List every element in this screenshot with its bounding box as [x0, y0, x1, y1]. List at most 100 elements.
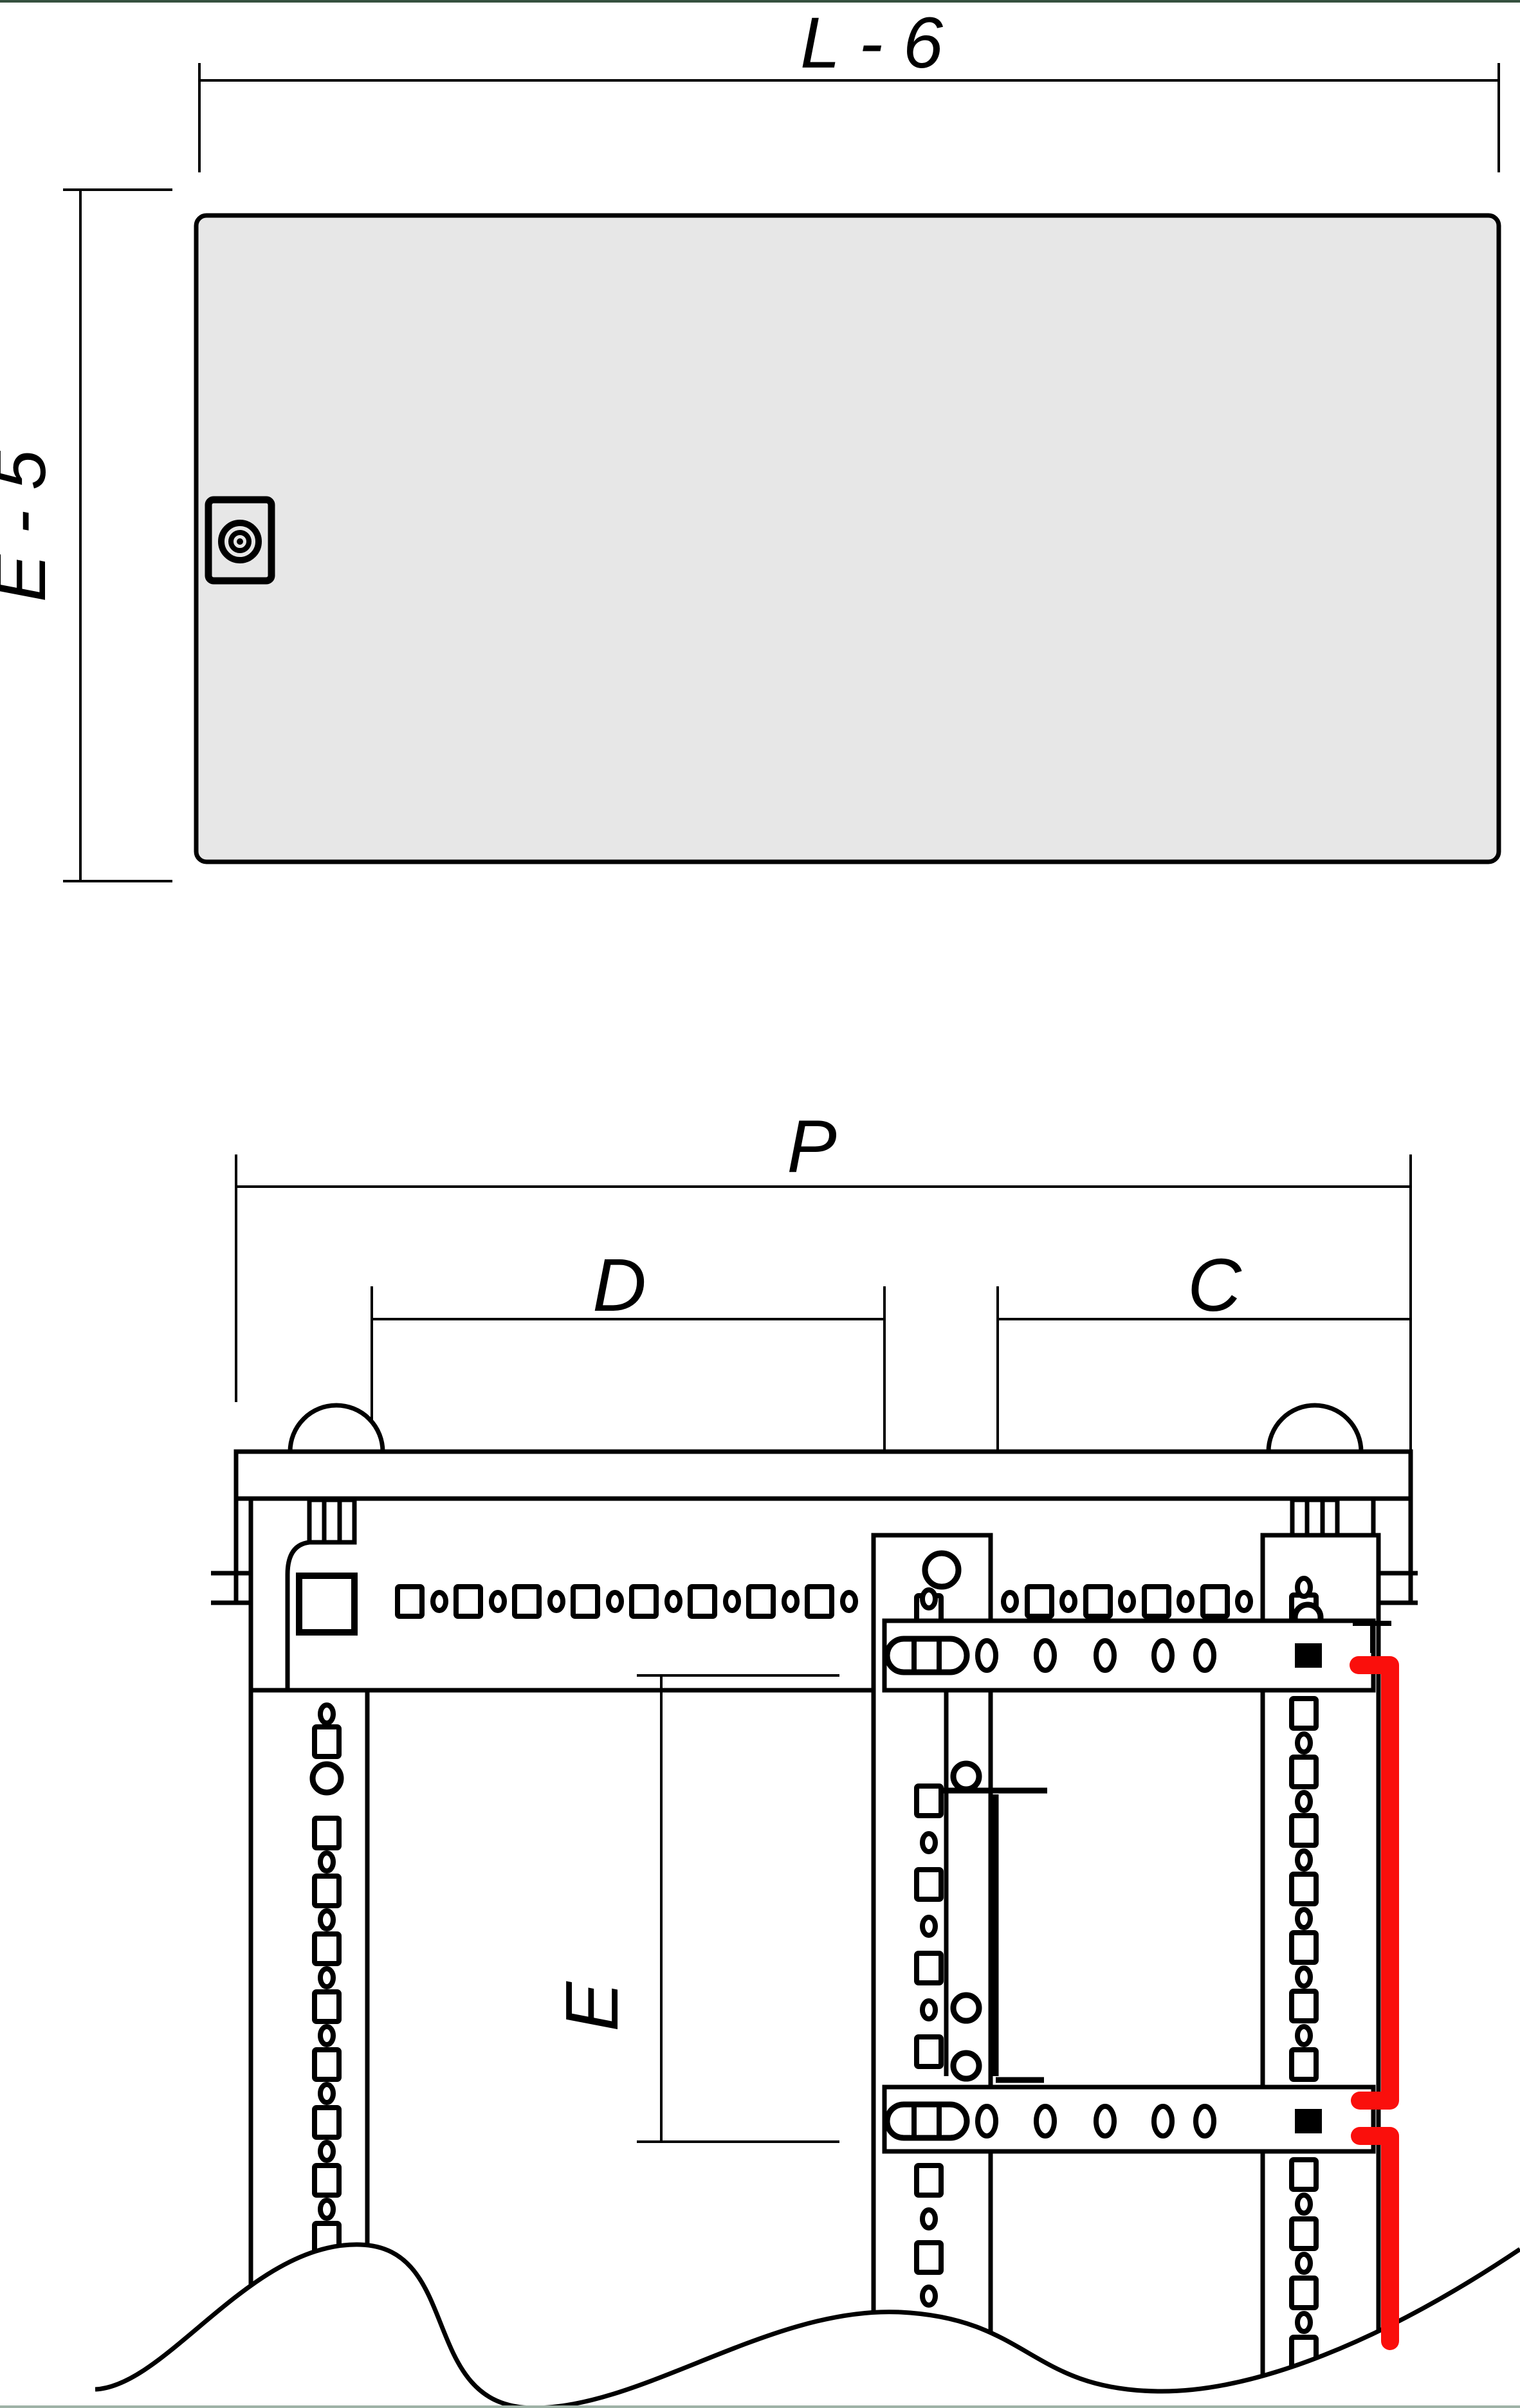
hole-square	[312, 2047, 342, 2082]
hole-oval	[664, 1590, 682, 1613]
pill-slot	[884, 2101, 970, 2141]
hole-oval	[1295, 2024, 1313, 2047]
hole-oval	[723, 1590, 741, 1613]
dimension-left-d: D	[371, 1243, 886, 1540]
hole-square	[914, 2163, 944, 2198]
hole-oval	[1001, 1590, 1019, 1613]
hole-square	[312, 1989, 342, 2024]
hole-oval	[920, 1831, 938, 1854]
hole-square	[1289, 2047, 1319, 2082]
door-panel	[194, 213, 1501, 864]
hole-oval	[1094, 1638, 1117, 1673]
hole-square	[312, 1874, 342, 1908]
dimension-overall-p: P	[235, 1104, 1412, 1450]
hole-square	[1142, 1584, 1171, 1619]
lock-cylinder-outer-ring	[218, 520, 262, 563]
rail-row-holes	[395, 1584, 1253, 1619]
hole-square	[914, 1951, 944, 1985]
hole-oval	[430, 1590, 448, 1613]
hole-oval	[782, 1590, 800, 1613]
hole-square	[914, 2034, 944, 2069]
hole-square	[914, 1867, 944, 1902]
hole-square	[914, 1783, 944, 1818]
hole-oval	[1177, 1590, 1195, 1613]
hole-oval	[920, 1587, 938, 1610]
d-label: D	[592, 1243, 646, 1327]
hole-square	[1083, 1584, 1113, 1619]
hole-oval	[318, 1702, 336, 1726]
page-top-border	[0, 0, 1520, 3]
hole-oval	[1295, 1966, 1313, 1989]
hole-oval	[975, 2104, 998, 2139]
upper-crossbar-holes	[975, 1638, 1216, 1673]
e-label: E	[550, 1981, 634, 2032]
red-profile-lower-segment	[1351, 2127, 1399, 2350]
hole-square	[312, 2163, 342, 2198]
hole-square	[312, 2105, 342, 2140]
hole-oval	[547, 1590, 565, 1613]
hole-oval	[489, 1590, 507, 1613]
dimension-height-e5: E - 5	[0, 188, 172, 882]
hole-oval	[920, 1998, 938, 2021]
top-right-arc-bump	[1266, 1403, 1364, 1452]
hole-oval	[318, 2198, 336, 2221]
break-line	[95, 2242, 1520, 2408]
hole-oval	[1295, 1907, 1313, 1930]
hole-oval	[1094, 2104, 1117, 2139]
hole-oval	[1295, 1790, 1313, 1813]
hole-square	[312, 1816, 342, 1850]
right-column-holes	[1289, 1576, 1319, 2369]
hole-square	[312, 1724, 342, 1759]
big-circle-holes	[309, 1550, 1324, 2082]
hole-oval	[920, 2207, 938, 2230]
hole-square	[512, 1584, 542, 1619]
red-profile-upper-segment	[1350, 1656, 1399, 2110]
big-circle-hole	[309, 1761, 344, 1796]
hole-oval	[1295, 2193, 1313, 2216]
hole-oval	[1034, 2104, 1057, 2139]
dimension-width-l6: L - 6	[198, 3, 1500, 172]
door-lock	[205, 496, 275, 585]
hole-square	[746, 1584, 776, 1619]
hole-oval	[1295, 2252, 1313, 2275]
e5-label: E - 5	[0, 450, 60, 602]
hole-square	[1289, 1989, 1319, 2023]
central-column-holes	[914, 1587, 944, 2308]
hole-oval	[1295, 1576, 1313, 1599]
hole-oval	[318, 1850, 336, 1874]
hole-square	[1200, 1584, 1230, 1619]
hole-oval	[1034, 1638, 1057, 1673]
hole-square	[1289, 2276, 1319, 2310]
hole-oval	[606, 1590, 624, 1613]
dimension-rail-pitch-e: E	[550, 1674, 839, 2143]
break-line-mask	[95, 2244, 1520, 2408]
hole-square	[688, 1584, 717, 1619]
hole-square	[1289, 1755, 1319, 1789]
hole-oval	[1295, 1731, 1313, 1755]
hole-oval	[1193, 2104, 1216, 2139]
hole-oval	[318, 2082, 336, 2105]
c-label: C	[1187, 1243, 1242, 1327]
hole-square	[1289, 1696, 1319, 1731]
hole-oval	[318, 2024, 336, 2047]
hole-oval	[1151, 1638, 1175, 1673]
hole-square	[1289, 2216, 1319, 2251]
hole-square	[571, 1584, 600, 1619]
hole-square	[1025, 1584, 1054, 1619]
left-column-holes	[312, 1702, 342, 2256]
l6-label: L - 6	[800, 3, 944, 83]
left-bracket-square-hole	[296, 1573, 358, 1636]
hole-oval	[920, 2285, 938, 2308]
big-circle-hole	[922, 1550, 962, 1590]
hole-oval	[840, 1590, 858, 1613]
big-circle-hole	[950, 1760, 982, 1792]
hole-oval	[920, 1915, 938, 1938]
black-fastening-square	[1295, 2109, 1322, 2133]
hole-square	[312, 1931, 342, 1966]
fastening-black-squares	[1295, 1643, 1322, 2133]
hole-oval	[318, 1966, 336, 1989]
dimension-right-c: C	[996, 1243, 1411, 1540]
hole-square	[1289, 1930, 1319, 1965]
hole-square	[1289, 1872, 1319, 1906]
